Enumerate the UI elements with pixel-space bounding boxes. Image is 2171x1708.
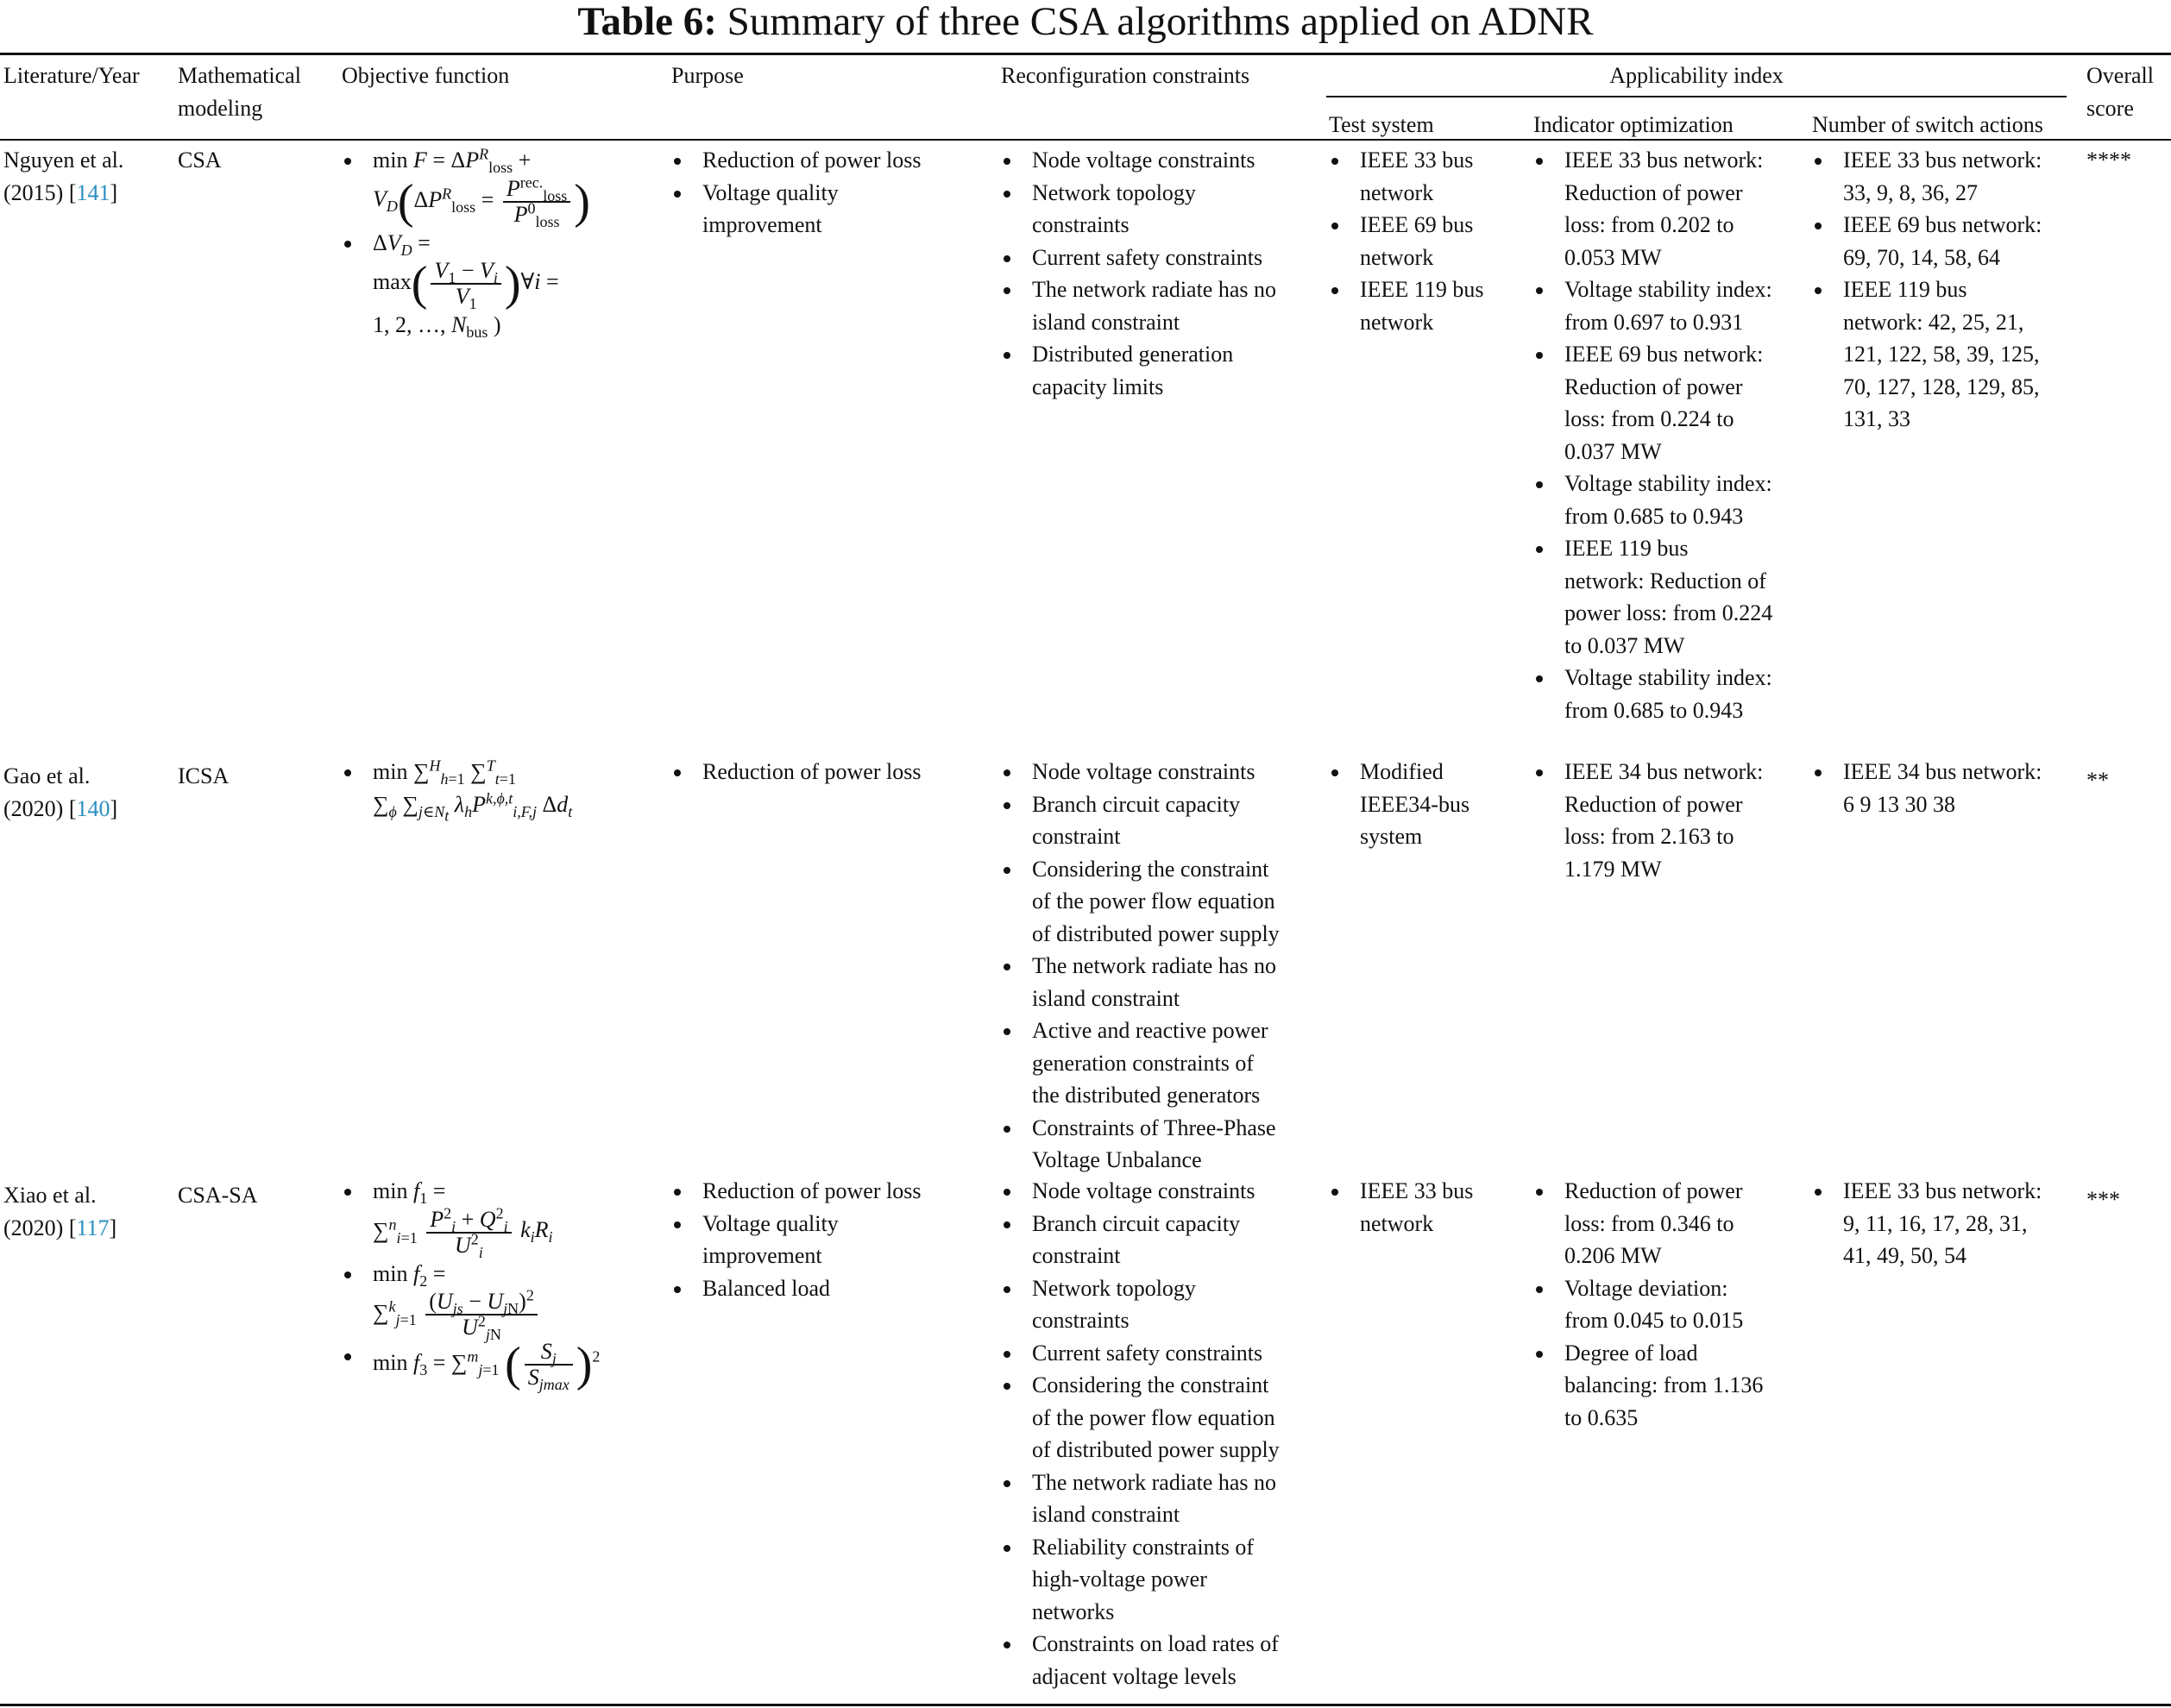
bottom-rule xyxy=(0,1704,2171,1706)
citation-link[interactable]: 140 xyxy=(76,795,110,821)
switch-actions-cell: IEEE 33 bus network:33, 9, 8, 36, 27 IEE… xyxy=(1812,144,2080,436)
switch-actions-cell: IEEE 34 bus network:6 9 13 30 38 xyxy=(1812,756,2080,820)
header-objective: Objective function xyxy=(342,63,510,88)
literature-cell: Nguyen et al. (2015) [141] xyxy=(3,148,124,205)
top-rule xyxy=(0,53,2171,55)
caption-text: Summary of three CSA algorithms applied … xyxy=(727,0,1594,44)
constraints-cell: Node voltage constraints Network topolog… xyxy=(1001,144,1329,403)
constraints-cell: Node voltage constraints Branch circuit … xyxy=(1001,1175,1329,1692)
header-purpose: Purpose xyxy=(671,63,744,88)
header-applicability: Applicability index xyxy=(1609,63,1784,88)
header-score: Overall score xyxy=(2086,63,2154,121)
purpose-cell: Reduction of power loss xyxy=(671,756,982,788)
header-test-system: Test system xyxy=(1329,112,1434,137)
literature-cell: Xiao et al. (2020) [117] xyxy=(3,1183,117,1240)
objective-cell: min F = ΔPRloss + VD(ΔPRloss = Prec.loss… xyxy=(342,144,635,342)
header-rule xyxy=(0,139,2171,141)
citation-link[interactable]: 141 xyxy=(76,179,110,205)
score-cell: ** xyxy=(2086,768,2109,793)
switch-actions-cell: IEEE 33 bus network:9, 11, 16, 17, 28, 3… xyxy=(1812,1175,2080,1272)
caption-label: Table 6: xyxy=(577,0,717,44)
header-indicator: Indicator optimization xyxy=(1533,112,1734,137)
model-cell: ICSA xyxy=(178,763,230,788)
header-literature: Literature/Year xyxy=(3,63,140,88)
score-cell: *** xyxy=(2086,1187,2120,1212)
constraints-cell: Node voltage constraints Branch circuit … xyxy=(1001,756,1329,1177)
header-constraints: Reconfiguration constraints xyxy=(1001,63,1250,88)
applicability-rule xyxy=(1326,96,2067,97)
citation-link[interactable]: 117 xyxy=(76,1215,110,1240)
objective-cell: min ∑Hh=1 ∑Tt=1∑ϕ ∑j∈Nt λhPk,ϕ,ti,F,j Δd… xyxy=(342,756,635,823)
header-modeling: Mathematical modeling xyxy=(178,63,301,121)
model-cell: CSA xyxy=(178,148,222,173)
score-cell: **** xyxy=(2086,148,2131,173)
model-cell: CSA-SA xyxy=(178,1183,258,1208)
table-caption: Table 6: Summary of three CSA algorithms… xyxy=(0,0,2171,43)
header-switch-actions: Number of switch actions xyxy=(1812,112,2043,137)
literature-cell: Gao et al. (2020) [140] xyxy=(3,763,118,821)
